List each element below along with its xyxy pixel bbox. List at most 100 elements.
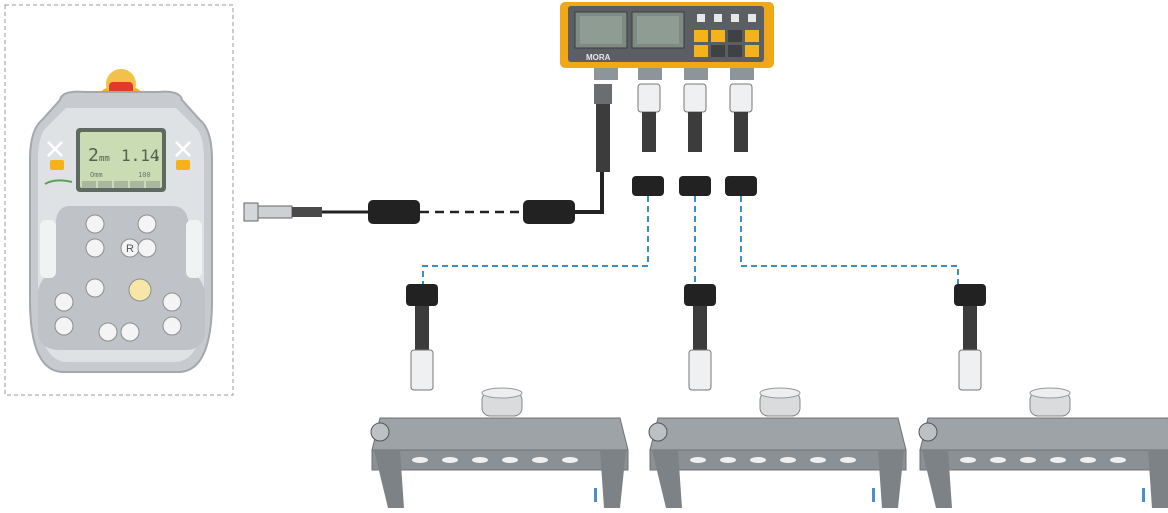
key-blank-1[interactable] [711, 45, 725, 57]
sensor-pod-top [1029, 387, 1071, 399]
remote-control-frame [4, 4, 234, 396]
sensor-cable-coil-lower [406, 284, 438, 306]
sensor-light-icon [1020, 457, 1036, 463]
lcd-right-unit: s [154, 154, 159, 164]
sensor-cable-3 [725, 83, 959, 286]
button-bottom-right[interactable] [120, 322, 140, 342]
sensor-3-strain-relief [734, 112, 748, 152]
sensor-body-front [649, 449, 907, 471]
lock-icon [697, 14, 705, 22]
reset-label: R [126, 243, 134, 255]
controller-display-1-screen [580, 16, 622, 44]
button-mid-left[interactable] [85, 278, 105, 298]
remote-cable-plug-head [594, 84, 612, 104]
sensor-cable-coil-lower [684, 284, 716, 306]
lock-icon [748, 14, 756, 22]
socket-1 [638, 68, 662, 80]
key-blank-3[interactable] [728, 45, 742, 57]
sensor-strain-relief [963, 306, 977, 350]
controller-keys [694, 30, 759, 57]
key-up[interactable] [694, 30, 708, 42]
sensor-blue-marker [594, 488, 597, 502]
sensor-light-icon [472, 457, 488, 463]
button-left-up[interactable] [54, 292, 74, 312]
button-top-left[interactable] [85, 214, 105, 234]
sensor-light-icon [810, 457, 826, 463]
remote-cable-coil-1 [368, 200, 420, 224]
sensor-light-icon [412, 457, 428, 463]
left-yellow-key[interactable] [50, 160, 64, 170]
button-left-arrow[interactable] [85, 238, 105, 258]
button-top-right[interactable] [137, 214, 157, 234]
remote-cable-coil-2 [523, 200, 575, 224]
lcd-softkey-row [82, 181, 160, 188]
sensor-body-top [919, 417, 1168, 451]
lcd-left-unit: mm [99, 154, 110, 164]
socket-2 [684, 68, 708, 80]
sensor-light-icon [960, 457, 976, 463]
lcd-left-value: 2 [88, 145, 99, 166]
remote-cable-plug-body [596, 90, 610, 172]
sensor-leg-left [374, 450, 404, 508]
sensor-cable-2 [679, 83, 711, 286]
button-bottom-left[interactable] [98, 322, 118, 342]
sensor-light-icon [780, 457, 796, 463]
sensor-2-strain-relief [688, 112, 702, 152]
sensor-leg-left [652, 450, 682, 508]
sensor-unit-3 [918, 284, 1168, 508]
left-grip [40, 220, 56, 278]
sensor-1-cable-coil [632, 176, 664, 196]
sensor-3-cable-dashed [740, 196, 959, 286]
lcd-bottom-right: 100 [138, 171, 151, 179]
key-return[interactable] [745, 45, 759, 57]
sensor-cable-1 [422, 83, 664, 286]
key-enter[interactable] [711, 30, 725, 42]
brand-swoosh-icon [44, 179, 73, 185]
left-tool-icon [47, 141, 63, 157]
sensor-body-top [371, 417, 629, 451]
controller-brand: MORA [586, 53, 611, 62]
button-right-down[interactable] [162, 316, 182, 336]
sensor-side-socket [648, 422, 668, 442]
right-yellow-key[interactable] [176, 160, 190, 170]
sensor-side-socket [370, 422, 390, 442]
sensor-1-plug-top [637, 83, 661, 113]
key-blank-2[interactable] [728, 30, 742, 42]
button-right-up[interactable] [162, 292, 182, 312]
sensor-3-plug-top [729, 83, 753, 113]
key-down[interactable] [694, 45, 708, 57]
sensor-plug [958, 349, 982, 391]
sensor-light-icon [720, 457, 736, 463]
sensor-plug [688, 349, 712, 391]
button-center-yellow[interactable] [128, 278, 152, 302]
sensor-light-icon [562, 457, 578, 463]
sensor-cable-coil-lower [954, 284, 986, 306]
lcd-screen [80, 132, 162, 188]
remote-strain-relief [292, 207, 322, 217]
sensor-plug [410, 349, 434, 391]
sensor-light-icon [1110, 457, 1126, 463]
right-tool-icon [175, 141, 191, 157]
lock-icon [731, 14, 739, 22]
sensor-pod-top [759, 387, 801, 399]
sensor-2-cable-coil [679, 176, 711, 196]
button-right-arrow[interactable] [137, 238, 157, 258]
lcd-bottom-left: Omm [90, 171, 103, 179]
key-function[interactable] [745, 30, 759, 42]
remote-cable [243, 84, 612, 224]
sensor-leg-right [878, 450, 904, 508]
controller-display-2-screen [637, 16, 679, 44]
right-grip [186, 220, 202, 278]
remote-plug [243, 202, 259, 222]
sensor-body-front [919, 449, 1168, 471]
control-buttons: R [54, 214, 182, 342]
sensor-body-top [649, 417, 907, 451]
remote-control: 2 mm 1.14 s Omm 100 [29, 69, 213, 373]
control-panel [38, 206, 205, 350]
lock-icons [697, 14, 756, 22]
controller-box: MORA [560, 2, 774, 80]
button-left-down[interactable] [54, 316, 74, 336]
sensor-pod-top [481, 387, 523, 399]
sensor-leg-right [600, 450, 626, 508]
